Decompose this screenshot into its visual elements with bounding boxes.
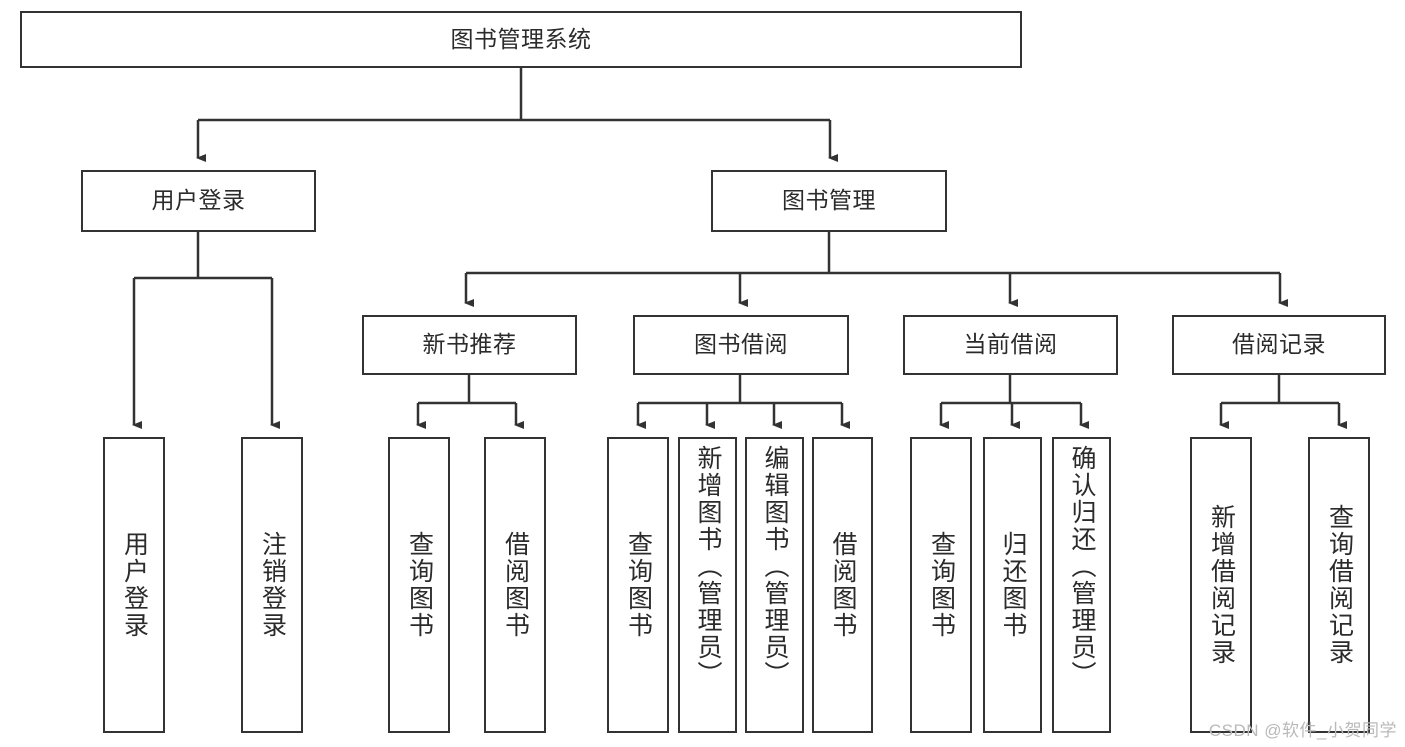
node-leaf-query-book-2[interactable]: 查询图书 bbox=[607, 437, 669, 733]
node-leaf-query-book-1-label: 查询图书 bbox=[405, 531, 434, 639]
node-leaf-edit-book-admin[interactable]: 编辑图书（管理员） bbox=[745, 437, 804, 733]
node-leaf-query-book-3-label: 查询图书 bbox=[927, 531, 956, 639]
node-new-book-recommend-label: 新书推荐 bbox=[422, 331, 517, 358]
node-root-label: 图书管理系统 bbox=[450, 25, 592, 52]
node-leaf-user-logout[interactable]: 注销登录 bbox=[241, 437, 303, 733]
node-leaf-borrow-book-2-label: 借阅图书 bbox=[829, 531, 857, 639]
node-book-manage[interactable]: 图书管理 bbox=[711, 170, 947, 232]
node-leaf-query-book-3[interactable]: 查询图书 bbox=[910, 437, 972, 733]
node-new-book-recommend[interactable]: 新书推荐 bbox=[362, 315, 577, 375]
node-book-manage-label: 图书管理 bbox=[782, 187, 876, 214]
node-current-borrow[interactable]: 当前借阅 bbox=[903, 315, 1118, 375]
node-borrow-record[interactable]: 借阅记录 bbox=[1172, 315, 1386, 375]
node-leaf-add-book-admin[interactable]: 新增图书（管理员） bbox=[678, 437, 737, 733]
watermark-text: CSDN @软件_小贺同学 bbox=[1208, 721, 1397, 740]
node-leaf-add-borrow-record-label: 新增借阅记录 bbox=[1207, 504, 1236, 666]
node-leaf-edit-book-admin-label: 编辑图书（管理员） bbox=[761, 445, 789, 688]
node-leaf-confirm-return-admin[interactable]: 确认归还（管理员） bbox=[1052, 437, 1111, 733]
node-borrow-record-label: 借阅记录 bbox=[1232, 331, 1326, 358]
node-leaf-add-borrow-record[interactable]: 新增借阅记录 bbox=[1190, 437, 1252, 733]
node-leaf-user-login-label: 用户登录 bbox=[120, 531, 149, 639]
node-leaf-borrow-book-1-label: 借阅图书 bbox=[501, 531, 530, 639]
node-leaf-user-login[interactable]: 用户登录 bbox=[103, 437, 165, 733]
node-leaf-return-book[interactable]: 归还图书 bbox=[983, 437, 1042, 733]
node-leaf-borrow-book-1[interactable]: 借阅图书 bbox=[484, 437, 546, 733]
node-leaf-query-borrow-record-label: 查询借阅记录 bbox=[1325, 504, 1354, 666]
node-leaf-borrow-book-2[interactable]: 借阅图书 bbox=[812, 437, 873, 733]
node-book-borrow[interactable]: 图书借阅 bbox=[633, 315, 849, 375]
node-leaf-query-book-1[interactable]: 查询图书 bbox=[388, 437, 450, 733]
node-leaf-query-book-2-label: 查询图书 bbox=[624, 531, 653, 639]
node-leaf-return-book-label: 归还图书 bbox=[999, 531, 1027, 639]
node-user-login[interactable]: 用户登录 bbox=[81, 170, 316, 232]
node-user-login-label: 用户登录 bbox=[151, 187, 246, 214]
node-leaf-add-book-admin-label: 新增图书（管理员） bbox=[694, 445, 722, 688]
node-root[interactable]: 图书管理系统 bbox=[20, 11, 1022, 68]
node-current-borrow-label: 当前借阅 bbox=[963, 331, 1058, 358]
node-leaf-query-borrow-record[interactable]: 查询借阅记录 bbox=[1308, 437, 1370, 733]
node-book-borrow-label: 图书借阅 bbox=[694, 331, 788, 358]
node-leaf-user-logout-label: 注销登录 bbox=[258, 531, 287, 639]
node-leaf-confirm-return-admin-label: 确认归还（管理员） bbox=[1068, 445, 1096, 688]
